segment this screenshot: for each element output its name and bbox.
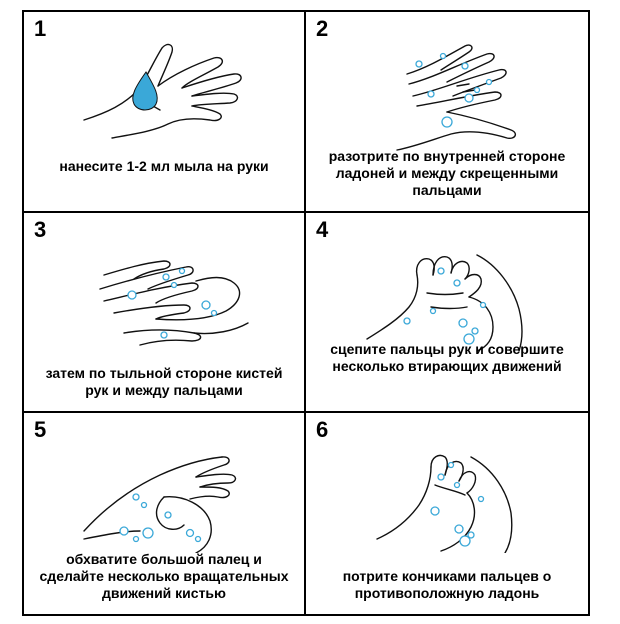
- fingertips-on-palm-icon: [376, 455, 513, 554]
- step-3-number: 3: [34, 216, 47, 242]
- step-1-panel: 1 нанесите 1-2 мл мыла на руки: [24, 12, 306, 213]
- handwashing-steps-grid: 1 нанесите 1-2 мл мыла на руки 2: [22, 10, 590, 616]
- step-5-panel: 5 обхватите большой палец и сделайте нес…: [24, 413, 306, 614]
- step-2-instruction: разотрите по внутренней стороне ладоней …: [328, 147, 566, 198]
- back-of-hands-rubbing-icon: [99, 259, 249, 346]
- interlocked-fingers-icon: [366, 253, 523, 352]
- step-2-number: 2: [316, 16, 329, 41]
- palms-rubbing-crossed-fingers-icon: [396, 44, 517, 151]
- step-5-instruction: обхватите большой палец и сделайте неско…: [39, 551, 289, 601]
- step-5-number: 5: [34, 417, 47, 443]
- palm-with-soap-drop-icon: [83, 43, 242, 139]
- step-1-number: 1: [34, 16, 47, 41]
- step-6-instruction: потрите кончиками пальцев о противополож…: [342, 568, 552, 601]
- step-4-instruction: сцепите пальцы рук и совершите несколько…: [330, 341, 564, 375]
- step-1-instruction: нанесите 1-2 мл мыла на руки: [59, 157, 269, 174]
- step-2-panel: 2 разотрите по внутренней стороне ладоне…: [306, 12, 588, 213]
- step-4-number: 4: [316, 216, 329, 242]
- step-3-panel: 3 затем по тыльной стороне кистей рук и …: [24, 212, 306, 414]
- step-4-panel: 4 сцепите пальцы рук и совершите несколь…: [306, 213, 588, 414]
- rotating-thumb-icon: [83, 456, 237, 554]
- step-6-panel: 6 потрите кончиками пальцев о противопол…: [306, 413, 588, 614]
- step-6-number: 6: [316, 417, 329, 443]
- step-3-instruction: затем по тыльной стороне кистей рук и ме…: [45, 365, 283, 399]
